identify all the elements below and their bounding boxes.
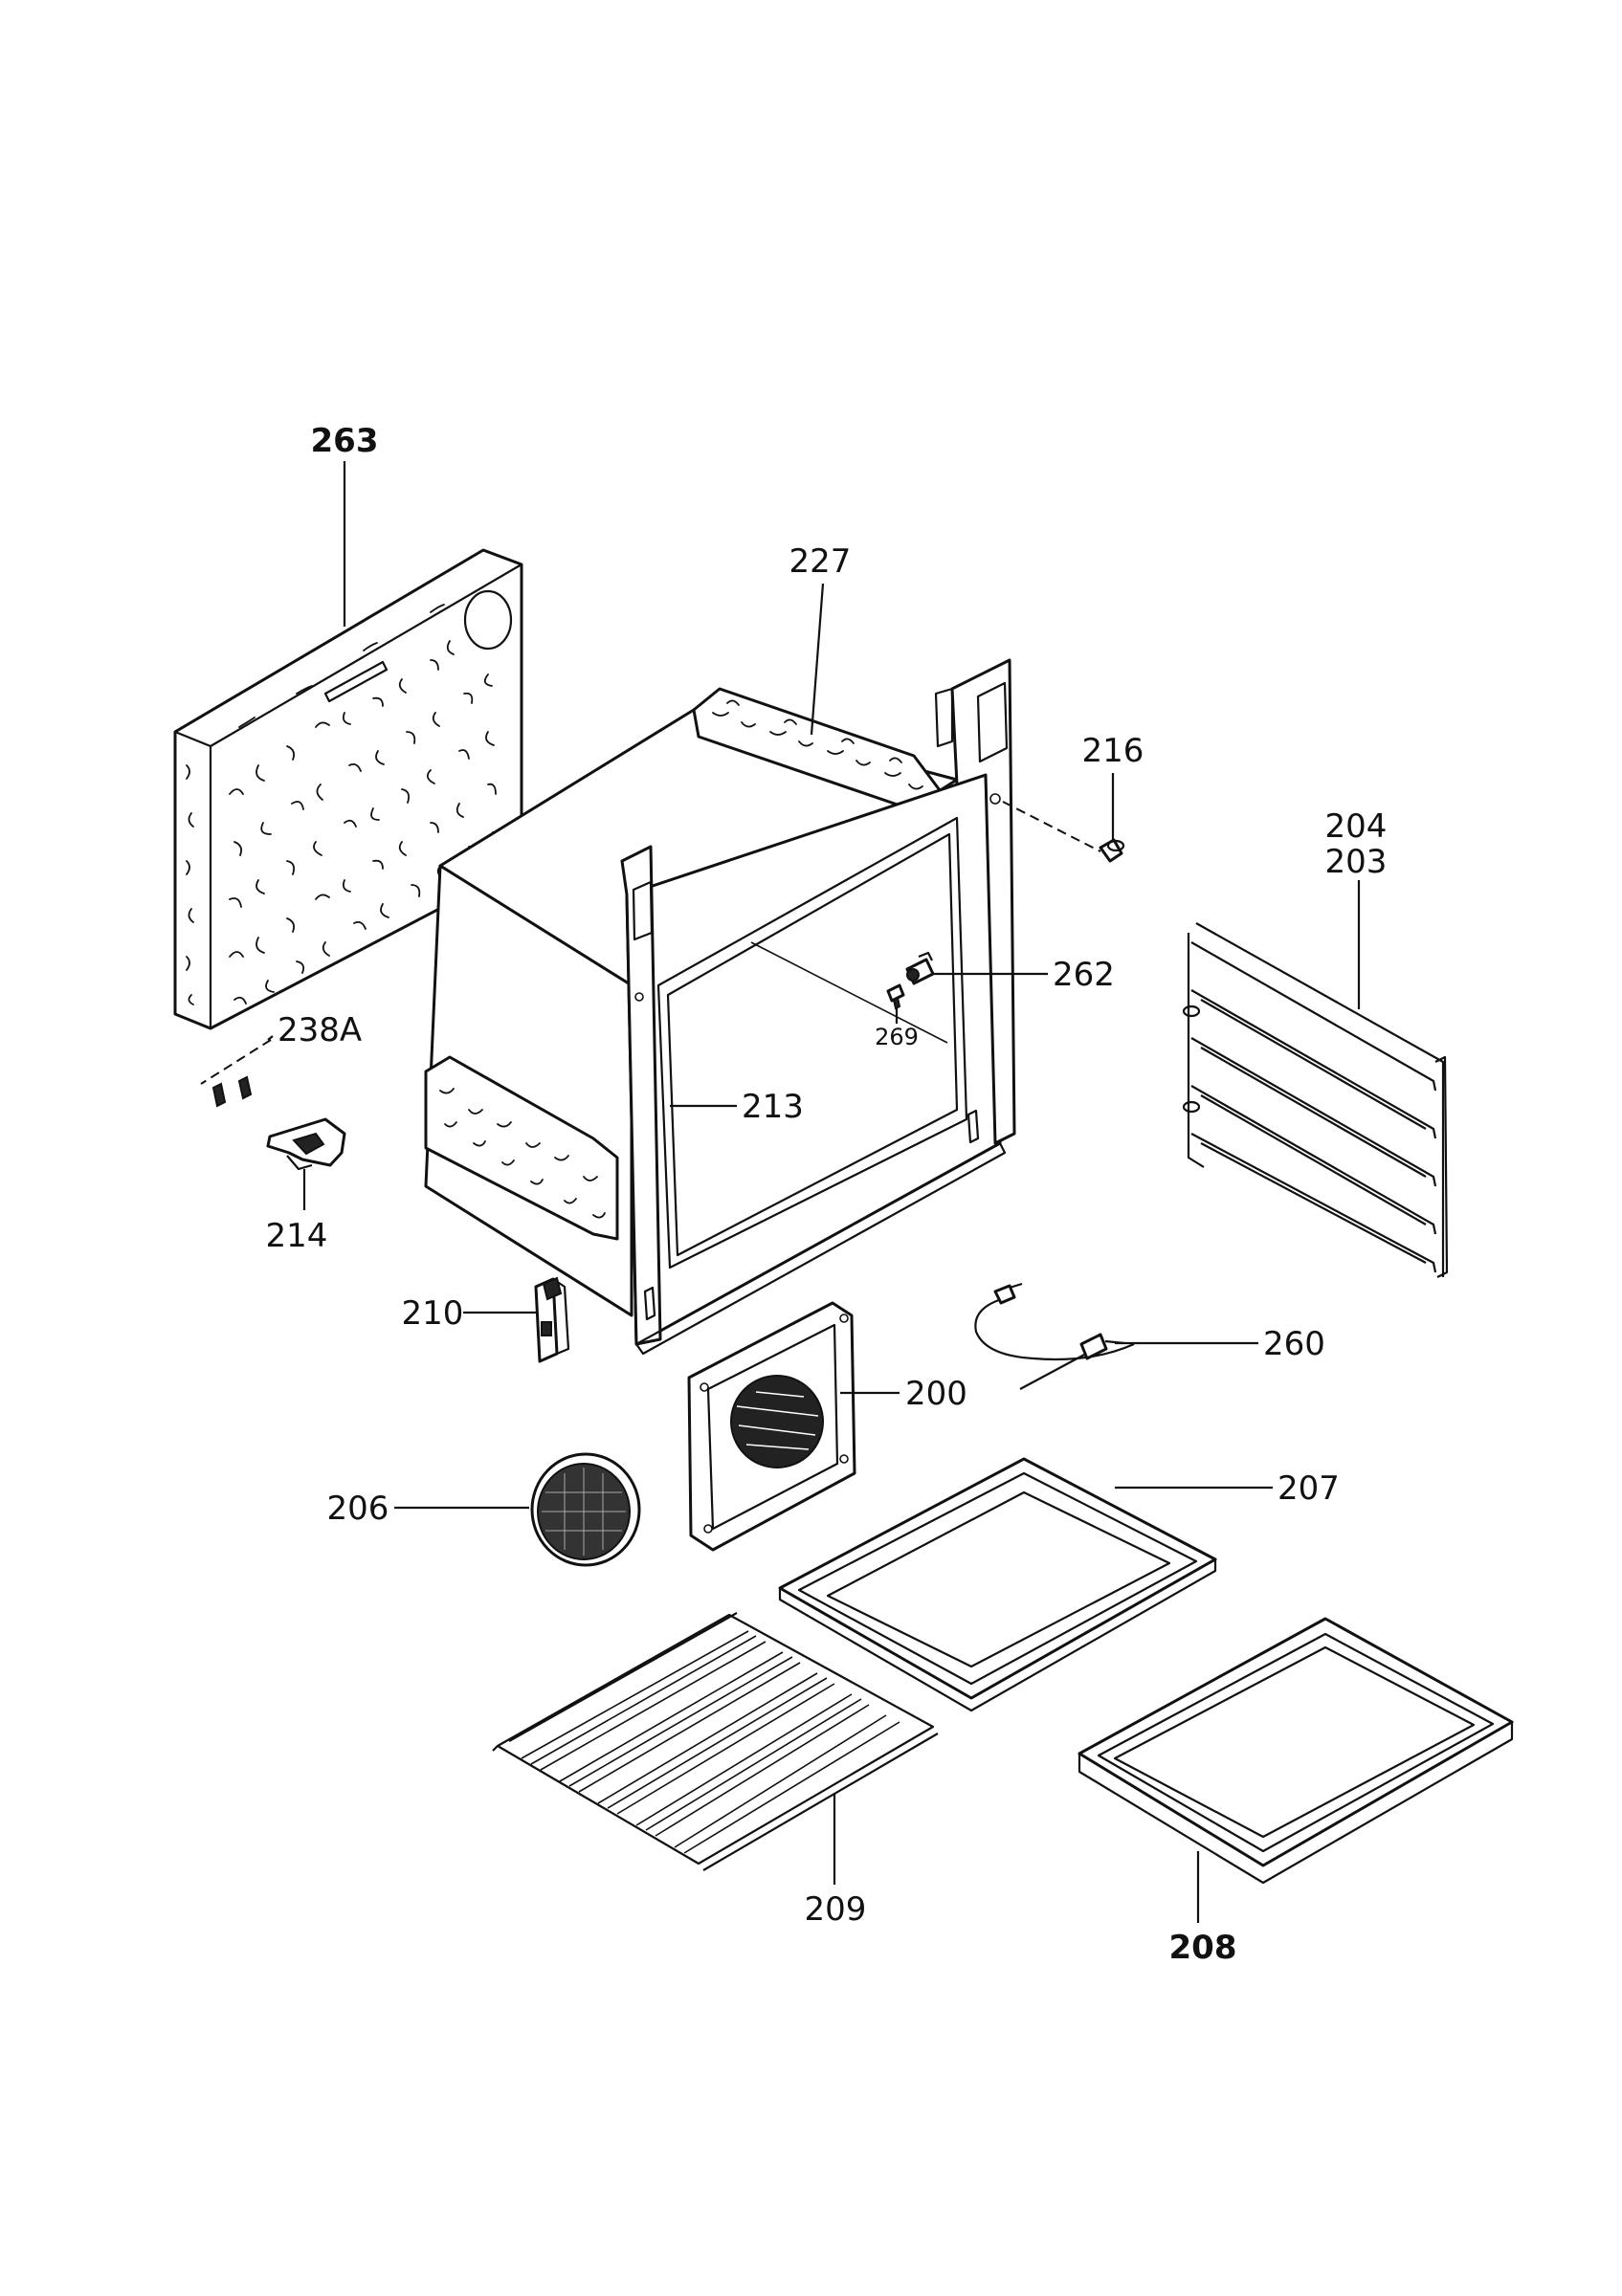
part-200-fan-plate [687,1301,856,1552]
part-204-203-side-rack [1182,922,1449,1278]
callout-269: 269 [875,1024,919,1050]
callout-labels: 263 227 216 204 203 262 269 238A 213 214… [266,422,1388,1967]
part-209-grid-shelf [492,1612,939,1871]
leader-238A [267,1035,274,1041]
leader-227 [810,583,825,736]
callout-200: 200 [905,1375,967,1413]
part-207-tray [778,1457,1217,1712]
callout-213: 213 [742,1088,804,1126]
part-206-fan-grille [530,1452,641,1567]
part-208-deep-tray [1078,1617,1514,1885]
part-213-cavity-opening [656,816,968,1269]
part-bottom-side-insulation [424,1055,619,1241]
callout-204: 204 [1325,807,1388,846]
callout-203: 203 [1325,843,1388,881]
callout-227: 227 [789,542,852,581]
callout-209: 209 [805,1890,867,1929]
callout-262: 262 [1053,956,1115,994]
part-214-hinge-bracket [266,1117,346,1171]
part-216-screw [1002,801,1125,863]
part-260-probe [974,1282,1135,1390]
part-oven-cavity [424,658,1016,1356]
part-269-clip [886,983,905,1010]
callout-260: 260 [1263,1325,1325,1363]
callout-206: 206 [327,1490,389,1528]
part-210-door-switch [534,1276,570,1363]
callout-207: 207 [1278,1469,1340,1508]
part-263-insulation-panel [173,548,523,1030]
callout-214: 214 [266,1217,328,1255]
part-238A-screws [200,1039,272,1108]
callout-210: 210 [402,1294,464,1333]
callout-238A: 238A [278,1011,362,1049]
callout-216: 216 [1082,732,1144,770]
callout-263: 263 [311,422,379,460]
callout-208: 208 [1169,1929,1237,1967]
leader-lines [267,461,1361,1923]
